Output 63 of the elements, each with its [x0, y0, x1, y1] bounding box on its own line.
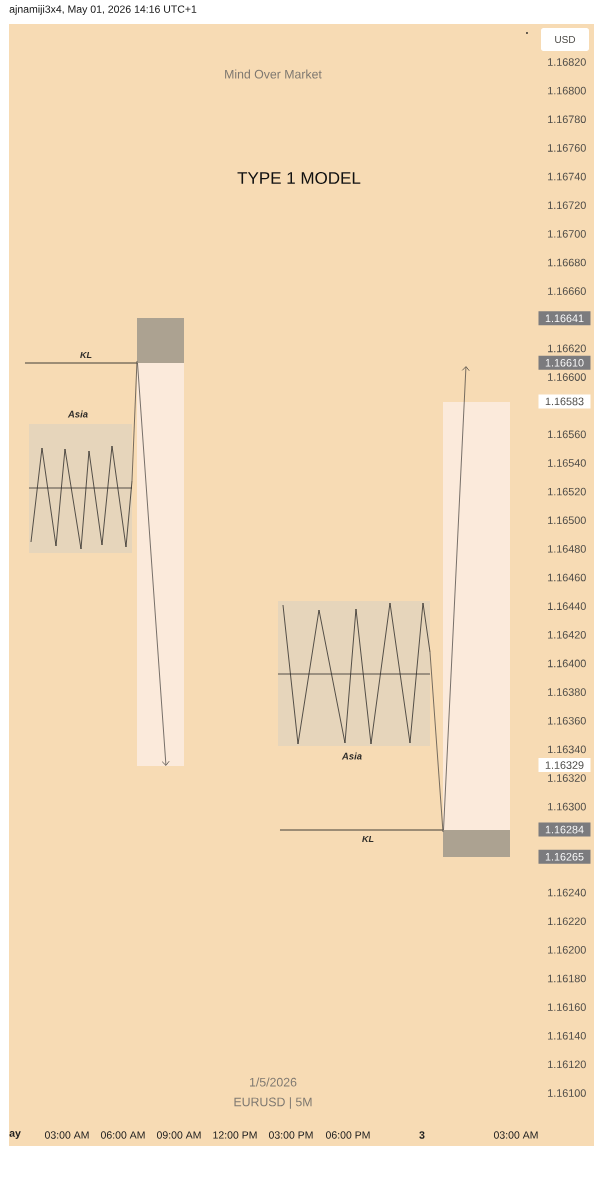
price-tag: 1.16583 — [538, 394, 591, 409]
price-label: 1.16380 — [548, 688, 586, 696]
price-label: 1.16780 — [548, 115, 586, 124]
price-label: 1.16760 — [548, 144, 586, 152]
price-label: 1.16460 — [548, 573, 586, 582]
zone-box — [137, 363, 184, 766]
price-label: 1.16620 — [548, 344, 586, 353]
price-label: 1.16680 — [548, 258, 586, 267]
price-label: 1.16400 — [548, 659, 586, 668]
connector-line — [131, 360, 138, 482]
zone-box — [137, 318, 184, 363]
date-text: 1/5/2026 — [250, 1077, 297, 1087]
price-tag: 1.16329 — [538, 758, 591, 773]
price-label: 1.16740 — [548, 172, 586, 181]
price-label: 1.16800 — [548, 86, 586, 95]
price-label: 1.16480 — [548, 545, 586, 553]
price-label: 1.16120 — [548, 1060, 586, 1069]
arrow — [443, 366, 470, 831]
range-label: Asia — [341, 752, 362, 760]
symbol-text: EURUSD | 5M — [234, 1097, 312, 1109]
time-label: 12:00 PM — [213, 1131, 257, 1139]
price-label: 1.16540 — [548, 459, 586, 467]
level-label: KL — [80, 351, 92, 359]
time-label: 03:00 AM — [493, 1131, 538, 1139]
price-label: 1.16200 — [548, 946, 586, 954]
title: TYPE 1 MODEL — [237, 172, 361, 185]
time-label: 06:00 PM — [325, 1131, 370, 1139]
price-label: 1.16140 — [548, 1031, 586, 1040]
subtitle: Mind Over Market — [225, 69, 322, 79]
price-label: 1.16820 — [548, 58, 586, 66]
price-label: 1.16320 — [548, 774, 586, 782]
time-label: ay — [9, 1131, 21, 1139]
price-label: 1.16600 — [548, 373, 586, 381]
header-text: ajnamiji3x4, May 01, 2026 14:16 UTC+1 — [9, 5, 197, 15]
price-label: 1.16180 — [548, 974, 586, 983]
price-label: 1.16520 — [548, 487, 586, 496]
price-label: 1.16160 — [548, 1003, 586, 1011]
price-tag: 1.16641 — [538, 311, 591, 326]
time-label: 06:00 AM — [100, 1131, 145, 1139]
time-label: 03:00 AM — [44, 1131, 89, 1139]
price-label: 1.16440 — [548, 602, 586, 610]
price-label: 1.16100 — [548, 1089, 586, 1097]
time-label: 09:00 AM — [156, 1131, 201, 1139]
price-label: 1.16340 — [548, 745, 586, 754]
time-label: 3 — [419, 1131, 425, 1139]
price-label: 1.16360 — [548, 716, 586, 725]
price-label: 1.16220 — [548, 917, 586, 926]
price-label: 1.16420 — [548, 631, 586, 639]
connector-line — [429, 651, 444, 833]
zone-box — [443, 402, 510, 830]
price-label: 1.16560 — [548, 430, 586, 439]
price-label: 1.16720 — [548, 201, 586, 210]
level-label: KL — [362, 835, 374, 843]
price-label: 1.16240 — [548, 888, 586, 897]
time-label: 03:00 PM — [268, 1131, 313, 1139]
price-label: 1.16660 — [548, 287, 586, 295]
range-label: Asia — [67, 410, 88, 418]
zone-box — [443, 830, 510, 857]
currency-button: USD — [541, 28, 589, 51]
price-label: 1.16300 — [548, 802, 586, 811]
price-label: 1.16500 — [548, 516, 586, 525]
price-label: 1.16700 — [548, 230, 586, 238]
arrow — [137, 362, 170, 766]
